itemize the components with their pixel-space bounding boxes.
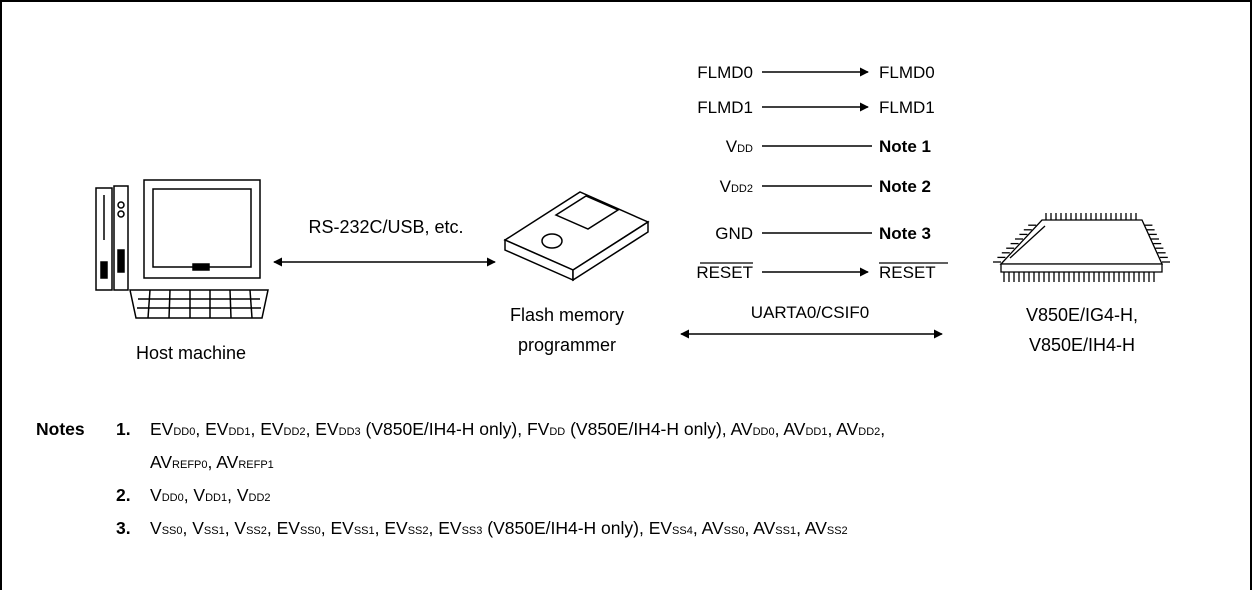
note-2-row: 2. VDD0, VDD1, VDD2 (36, 479, 1236, 512)
signal-1-right-label: FLMD1 (879, 98, 935, 117)
note-3-row: 3. VSS0, VSS1, VSS2, EVSS0, EVSS1, EVSS2… (36, 512, 1236, 545)
programmer-label-line1: Flash memory (510, 305, 624, 325)
note-2-text: VDD0, VDD1, VDD2 (150, 485, 271, 505)
signal-2-left-label: VDD (726, 137, 753, 156)
signal-5-right-label: RESET (879, 263, 936, 282)
note-1-text-line2: AVREFP0, AVREFP1 (150, 452, 274, 472)
note-1-number: 1. (116, 419, 131, 439)
signal-4-left-label: GND (715, 224, 753, 243)
note-3-text: VSS0, VSS1, VSS2, EVSS0, EVSS1, EVSS2, E… (150, 518, 848, 538)
programmer-icon (503, 191, 650, 282)
programmer-label-line2: programmer (518, 335, 616, 355)
signal-5-left-label: RESET (696, 263, 753, 282)
notes-block: Notes 1. EVDD0, EVDD1, EVDD2, EVDD3 (V85… (36, 413, 1236, 545)
signal-2-right-label: Note 1 (879, 137, 931, 156)
note-3-number: 3. (116, 518, 131, 538)
note-1-continuation: AVREFP0, AVREFP1 (36, 446, 1236, 479)
signal-4-right-label: Note 3 (879, 224, 931, 243)
note-1-text: EVDD0, EVDD1, EVDD2, EVDD3 (V850E/IH4-H … (150, 419, 886, 439)
signal-0-left-label: FLMD0 (697, 63, 753, 82)
notes-heading: Notes (36, 419, 85, 439)
uart-label: UARTA0/CSIF0 (751, 303, 869, 322)
connection-diagram: Host machine RS-232C/USB, etc. Flash mem… (95, 63, 1170, 363)
device-label-line2: V850E/IH4-H (1029, 335, 1135, 355)
note-2-number: 2. (116, 485, 131, 505)
chip-icon (993, 213, 1170, 282)
signal-1-left-label: FLMD1 (697, 98, 753, 117)
signal-3-left-label: VDD2 (720, 177, 753, 196)
note-1-row: Notes 1. EVDD0, EVDD1, EVDD2, EVDD3 (V85… (36, 413, 1236, 446)
signal-3-right-label: Note 2 (879, 177, 931, 196)
signal-0-right-label: FLMD0 (879, 63, 935, 82)
link-label: RS-232C/USB, etc. (308, 217, 463, 237)
device-label-line1: V850E/IG4-H, (1026, 305, 1138, 325)
host-label: Host machine (136, 343, 246, 363)
host-computer-icon (95, 179, 269, 319)
